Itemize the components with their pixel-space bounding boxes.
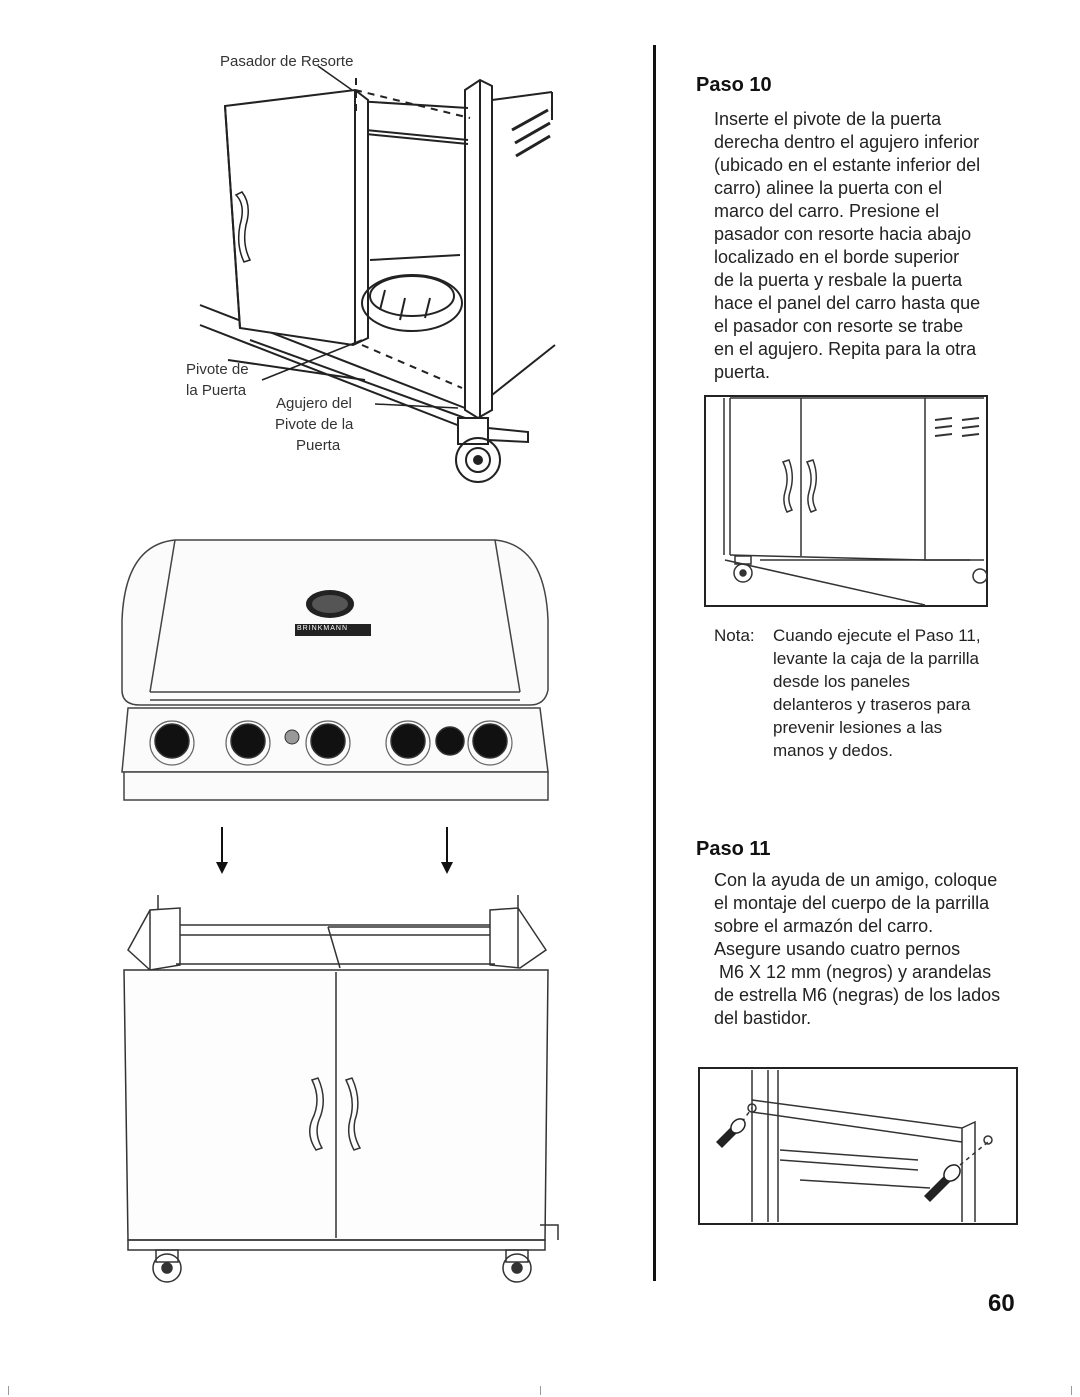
step11-line: el montaje del cuerpo de la parrilla xyxy=(714,893,990,913)
step10-line: Inserte el pivote de la puerta xyxy=(714,109,942,129)
crop-mark xyxy=(1071,1386,1072,1395)
brand-logo-text: BRINKMANN xyxy=(297,625,349,632)
step11-line: del bastidor. xyxy=(714,1008,812,1028)
note-line: manos y dedos. xyxy=(773,741,894,760)
page-number: 60 xyxy=(988,1290,1015,1317)
step11-text: Con la ayuda de un amigo, coloque el mon… xyxy=(714,869,1034,1030)
note-line: Cuando ejecute el Paso 11, xyxy=(773,626,981,645)
step10-text: Inserte el pivote de la puerta derecha d… xyxy=(714,108,1024,384)
step11-line: Con la ayuda de un amigo, coloque xyxy=(714,870,998,890)
note-line: levante la caja de la parrilla xyxy=(773,649,980,668)
step11-line: sobre el armazón del carro. xyxy=(714,916,934,936)
crop-mark xyxy=(8,1386,9,1395)
step10-heading: Paso 10 xyxy=(696,74,772,96)
note-label: Nota: xyxy=(714,626,755,645)
spring-pin-label: Pasador de Resorte xyxy=(220,53,354,70)
pivot-hole-label-line1: Agujero del xyxy=(276,395,352,412)
column-divider xyxy=(653,45,656,1281)
step10-line: pasador con resorte hacia abajo xyxy=(714,224,972,244)
pivot-hole-label-line3: Puerta xyxy=(296,437,341,454)
step10-line: en el agujero. Repita para la otra xyxy=(714,339,977,359)
step11-heading: Paso 11 xyxy=(696,838,771,860)
step11-line: de estrella M6 (negras) de los lados xyxy=(714,985,1001,1005)
step10-line: (ubicado en el estante inferior del xyxy=(714,155,981,175)
step10-line: hace el panel del carro hasta que xyxy=(714,293,981,313)
step10-line: puerta. xyxy=(714,362,771,382)
step11-line: Asegure usando cuatro pernos xyxy=(714,939,961,959)
note-line: prevenir lesiones a las xyxy=(773,718,943,737)
pivot-hole-label-line2: Pivote de la xyxy=(275,416,354,433)
step10-line: derecha dentro el agujero inferior xyxy=(714,132,980,152)
step11-line: M6 X 12 mm (negros) y arandelas xyxy=(714,962,992,982)
step10-line: carro) alinee la puerta con el xyxy=(714,178,943,198)
door-pivot-label-line2: la Puerta xyxy=(186,382,247,399)
note-text: Cuando ejecute el Paso 11, levante la ca… xyxy=(773,624,1023,762)
step10-line: marco del carro. Presione el xyxy=(714,201,940,221)
step10-line: de la puerta y resbale la puerta xyxy=(714,270,963,290)
note-line: desde los paneles xyxy=(773,672,911,691)
step10-line: localizado en el borde superior xyxy=(714,247,960,267)
door-pivot-label-line1: Pivote de xyxy=(186,361,249,378)
step10-line: el pasador con resorte se trabe xyxy=(714,316,964,336)
note-line: delanteros y traseros para xyxy=(773,695,971,714)
crop-mark xyxy=(540,1386,541,1395)
